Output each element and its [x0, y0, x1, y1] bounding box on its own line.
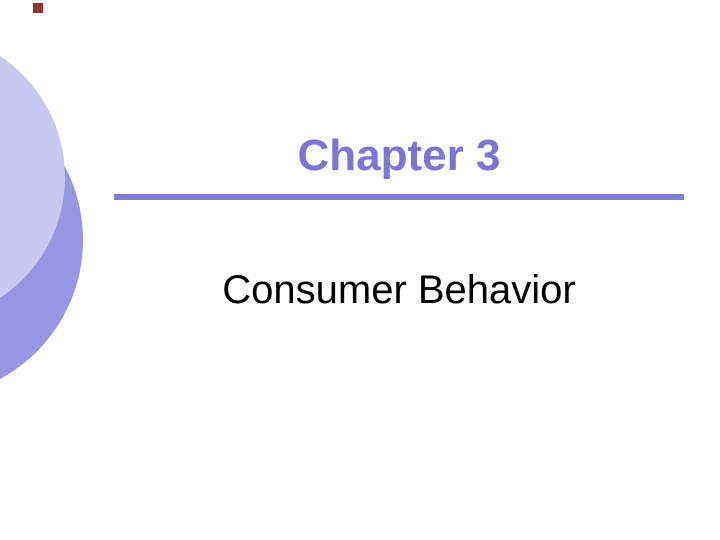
red-square-marker: [33, 3, 43, 13]
slide-subtitle: Consumer Behavior: [222, 268, 576, 312]
title-underline-rule: [114, 194, 684, 200]
slide-title: Chapter 3: [297, 131, 501, 180]
